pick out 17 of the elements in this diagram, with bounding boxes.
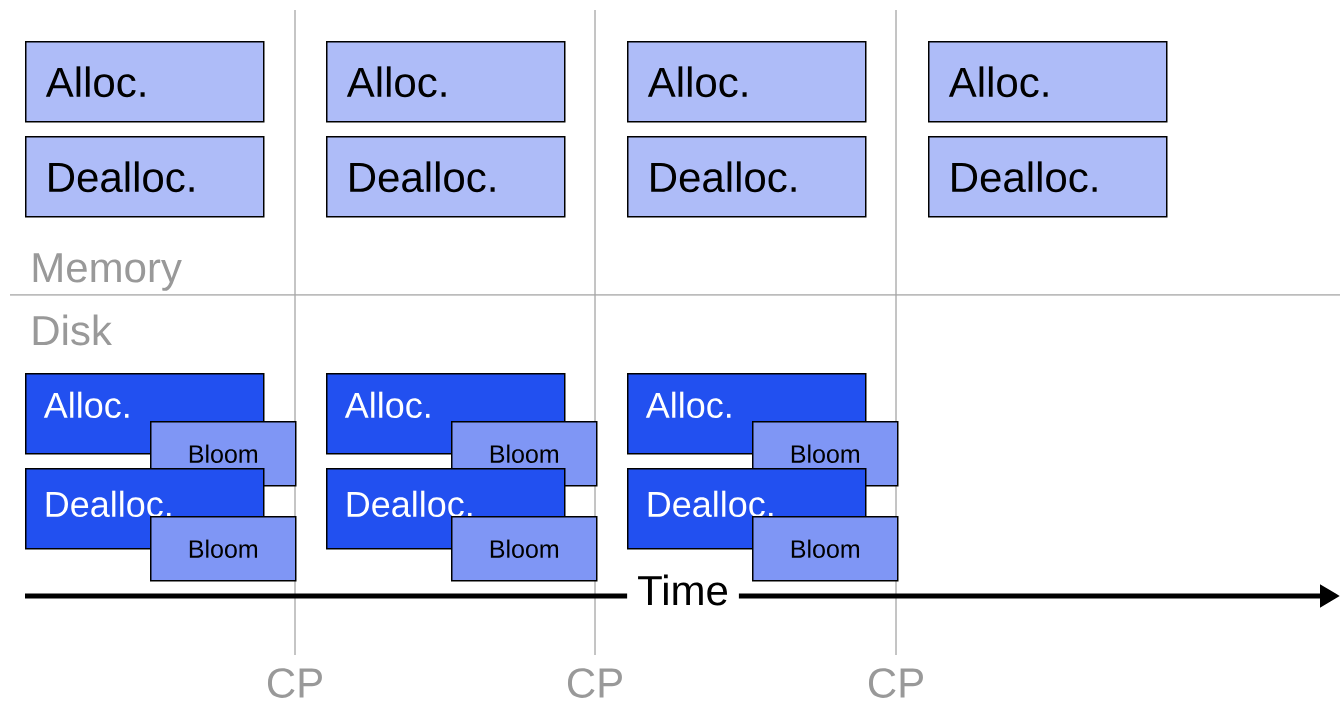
data-block: Dealloc. [326, 136, 566, 218]
bloom-filter-box: Bloom [752, 516, 899, 582]
checkpoint-label: CP [567, 668, 622, 698]
data-block: Dealloc. [627, 136, 867, 218]
region-label: Memory [33, 253, 182, 291]
data-block: Alloc. [627, 41, 867, 123]
data-block: Dealloc. [928, 136, 1168, 218]
checkpoint-label: CP [267, 668, 322, 698]
bloom-filter-box: Bloom [150, 516, 297, 582]
data-block: Alloc. [928, 41, 1168, 123]
data-block: Alloc. [326, 41, 566, 123]
data-block: Alloc. [25, 41, 265, 123]
region-label: Disk [33, 314, 112, 346]
checkpoint-label: CP [868, 668, 923, 698]
bloom-filter-box: Bloom [451, 516, 598, 582]
axis-label: Time [627, 570, 739, 610]
data-block: Dealloc. [25, 136, 265, 218]
